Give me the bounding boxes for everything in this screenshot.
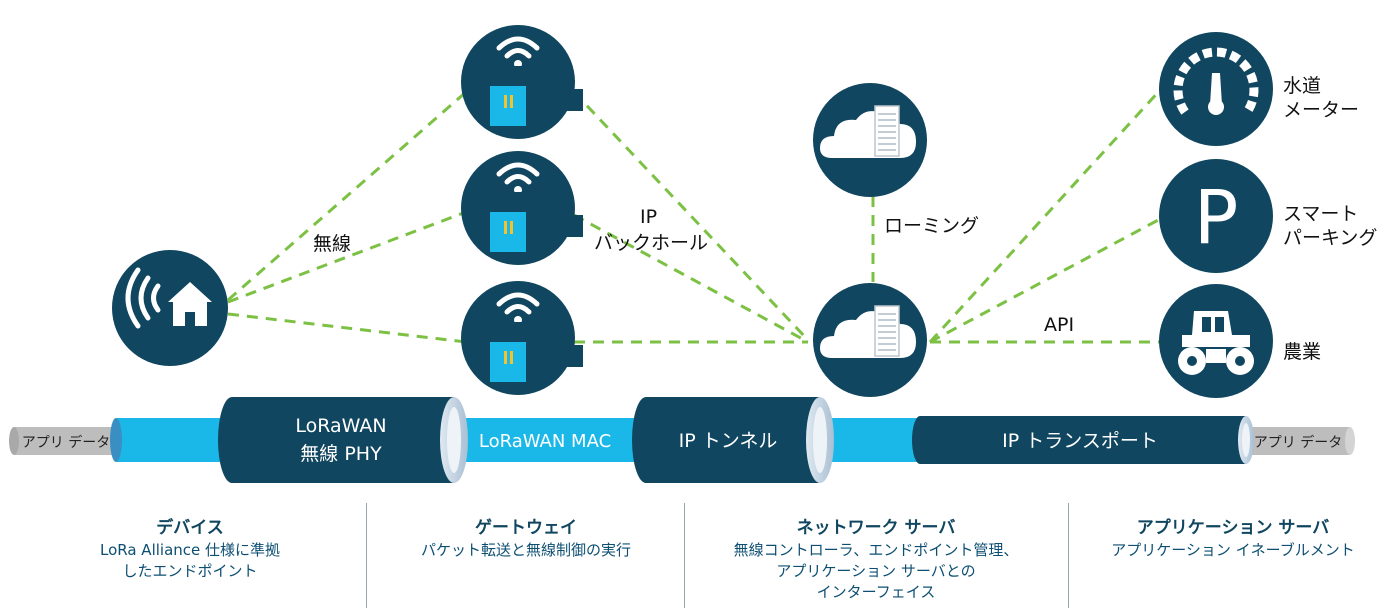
connection-lines [227,86,1164,344]
water-meter-label-line1: 水道 [1283,75,1322,97]
link-device-gateway2 [227,210,467,304]
link-network-meter [928,86,1164,344]
caption-network-server-title: ネットワーク サーバ [796,518,956,538]
link-gateway1-network [572,90,810,342]
caption-divider [366,503,367,608]
cloud-server-icon [812,82,928,198]
caption-gateway-line1: パケット転送と無線制御の実行 [420,541,631,559]
agriculture-label: 農業 [1283,341,1322,363]
caption-application-server-title: アプリケーション サーバ [1136,518,1330,538]
caption-network-server-line3: インターフェイス [816,583,936,601]
parking-icon: P [1159,159,1273,273]
lorawan-phy-label-line2: 無線 PHY [300,443,382,465]
caption-gateway: ゲートウェイ パケット転送と無線制御の実行 [370,516,682,561]
ip-backhaul-label-line1: IP [640,206,658,228]
tractor-icon [1159,284,1273,398]
link-network-parking [929,216,1163,344]
caption-network-server-line1: 無線コントローラ、エンドポイント管理、 [733,541,1019,559]
gateway-router-icon [461,151,583,265]
caption-network-server-line2: アプリケーション サーバとの [776,562,976,580]
caption-device-line1: LoRa Alliance 仕様に準拠 [99,541,281,559]
link-gateway2-network [573,213,809,344]
api-label: API [1044,314,1075,336]
lorawan-mac-label: LoRaWAN MAC [479,431,611,452]
caption-device: デバイス LoRa Alliance 仕様に準拠 したエンドポイント [30,516,350,582]
gateway-router-icon [461,25,583,139]
parking-letter: P [1194,175,1239,261]
roaming-label: ローミング [884,215,980,237]
app-data-right-label: アプリ データ [1254,434,1342,451]
lorawan-phy-label-line1: LoRaWAN [295,415,386,437]
protocol-pipe: アプリ データ LoRaWAN 無線 PHY LoRaWAN MAC IP トン… [9,397,1355,483]
water-meter-label-line2: メーター [1283,99,1360,121]
link-device-gateway3 [227,312,467,344]
caption-gateway-title: ゲートウェイ [475,518,577,538]
smart-parking-label-line1: スマート [1283,203,1359,225]
caption-application-server: アプリケーション サーバ アプリケーション イネーブルメント [1072,516,1394,561]
cloud-server-icon [812,282,928,398]
ip-transport-label: IP トランスポート [1002,430,1158,452]
caption-divider [684,503,685,608]
caption-application-server-line1: アプリケーション イネーブルメント [1111,541,1355,559]
ip-backhaul-label-line2: バックホール [594,232,709,254]
caption-divider [1068,503,1069,608]
link-device-gateway1 [227,90,467,302]
caption-network-server: ネットワーク サーバ 無線コントローラ、エンドポイント管理、 アプリケーション … [688,516,1064,603]
home-wireless-icon [112,250,228,366]
caption-device-line2: したエンドポイント [122,562,258,580]
gateway-router-icon [461,281,583,395]
app-data-left-label: アプリ データ [22,434,110,451]
smart-parking-label-line2: パーキング [1283,227,1378,249]
gauge-meter-icon [1159,32,1273,146]
caption-device-title: デバイス [156,518,224,538]
wireless-label: 無線 [313,233,352,255]
ip-tunnel-label: IP トンネル [679,430,778,452]
